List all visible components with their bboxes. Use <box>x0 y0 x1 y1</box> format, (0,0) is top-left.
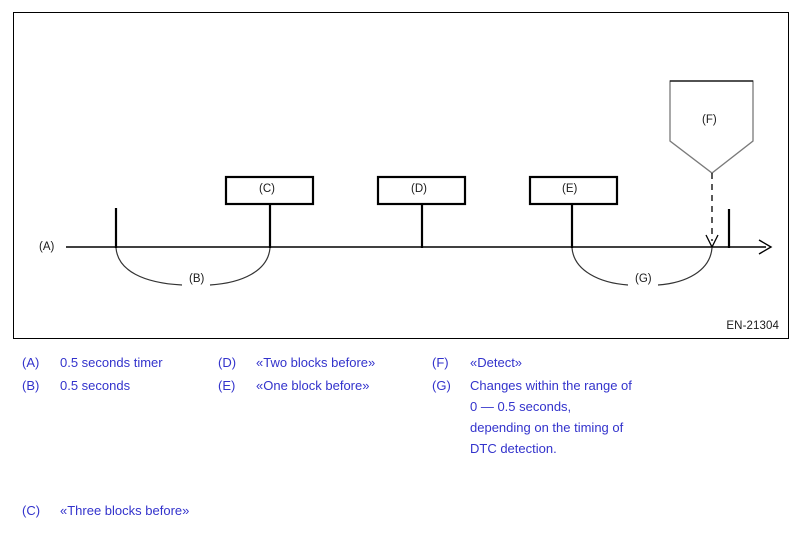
legend-text-d: «Two blocks before» <box>256 355 376 370</box>
brace-b-left <box>115 247 183 286</box>
figure-label-g: (G) <box>635 273 652 285</box>
figure-code-label: EN-21304 <box>726 320 779 332</box>
figure-panel: (A) (B) (C) (D) (E) (F) (G) EN-21304 <box>13 12 789 339</box>
legend-text-f: «Detect» <box>470 355 523 370</box>
legend-entry-g: (G) Changes within the range of 0 — 0.5 … <box>432 375 632 459</box>
timing-diagram <box>66 80 773 286</box>
detect-pentagon <box>669 80 754 174</box>
legend-key-g: (G) <box>432 378 451 393</box>
legend-key-c: (C) <box>22 503 41 518</box>
legend-text-b: 0.5 seconds <box>60 378 131 393</box>
legend-entry-e: (E) «One block before» <box>218 375 428 396</box>
legend-column-2: (D) «Two blocks before» (E) «One block b… <box>218 352 428 398</box>
time-axis-arrowhead <box>758 239 773 255</box>
brace-b-right <box>209 247 271 286</box>
figure-label-a: (A) <box>39 241 55 253</box>
legend-column-3: (F) «Detect» (G) Changes within the rang… <box>432 352 632 461</box>
brace-g-right <box>657 247 713 286</box>
legend-text-e: «One block before» <box>256 378 370 393</box>
block-c-box <box>224 175 315 206</box>
legend-key-d: (D) <box>218 355 237 370</box>
detect-arrowhead <box>705 234 719 249</box>
legend-key-f: (F) <box>432 355 449 370</box>
legend-key-a: (A) <box>22 355 40 370</box>
block-e-box <box>528 175 619 206</box>
legend-text-g: Changes within the range of 0 — 0.5 seco… <box>470 378 632 456</box>
legend-entry-d: (D) «Two blocks before» <box>218 352 428 373</box>
legend-key-b: (B) <box>22 378 40 393</box>
legend-entry-b: (B) 0.5 seconds <box>22 375 214 396</box>
legend-entry-c: (C) «Three blocks before» <box>22 500 214 521</box>
brace-g-left <box>571 247 629 286</box>
figure-label-e: (E) <box>562 183 578 195</box>
legend-text-a: 0.5 seconds timer <box>60 355 163 370</box>
figure-label-f: (F) <box>702 114 717 126</box>
legend: (A) 0.5 seconds timer (B) 0.5 seconds (C… <box>0 352 803 551</box>
figure-label-d: (D) <box>411 183 427 195</box>
legend-key-e: (E) <box>218 378 236 393</box>
figure-label-c: (C) <box>259 183 275 195</box>
legend-entry-a: (A) 0.5 seconds timer <box>22 352 214 373</box>
figure-label-b: (B) <box>189 273 205 285</box>
legend-text-c: «Three blocks before» <box>60 503 190 518</box>
legend-entry-f: (F) «Detect» <box>432 352 632 373</box>
legend-column-1: (A) 0.5 seconds timer (B) 0.5 seconds (C… <box>22 352 214 523</box>
